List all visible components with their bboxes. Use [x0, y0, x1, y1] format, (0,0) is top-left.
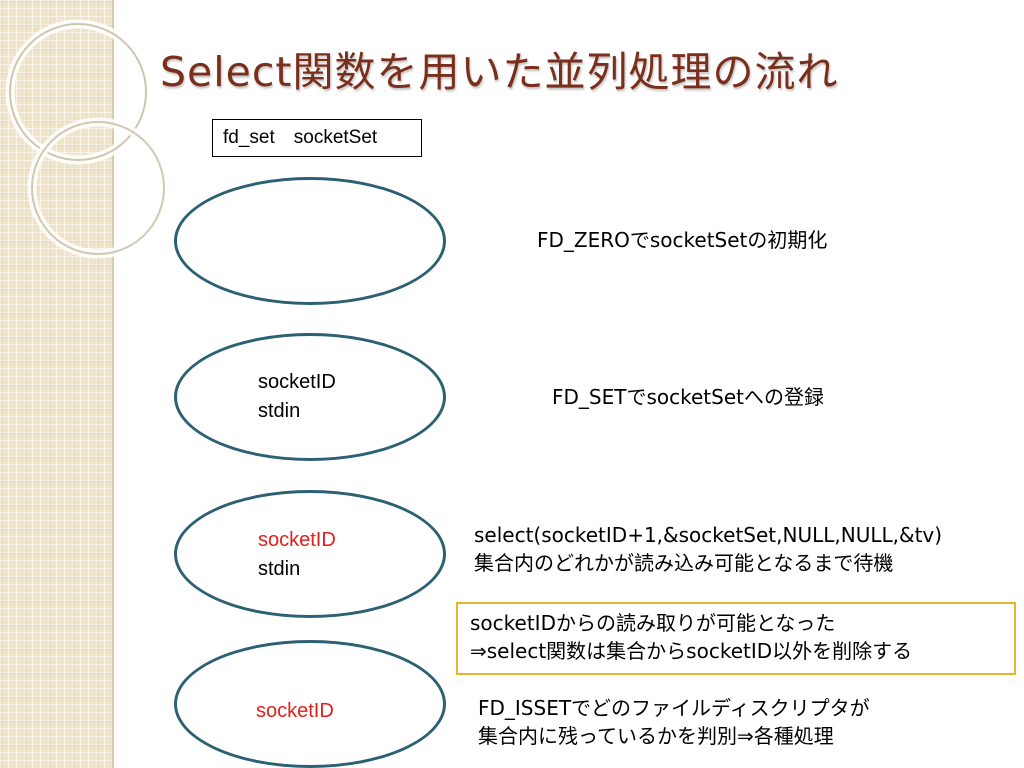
step-5-line-1: FD_ISSETでどのファイルディスクリプタが — [478, 696, 870, 720]
ellipse-3-line-2: stdin — [258, 558, 301, 580]
step-fd-zero: FD_ZEROでsocketSetの初期化 — [537, 226, 827, 254]
socketset-ellipse-select — [174, 490, 446, 618]
ellipse-2-line-2: stdin — [258, 400, 301, 422]
step-3-line-2: 集合内のどれかが読み込み可能となるまで待機 — [474, 551, 894, 575]
ellipse-2-line-1: socketID — [258, 371, 336, 393]
step-4-line-1: socketIDからの読み取りが可能となった — [470, 611, 836, 635]
step-3-line-1: select(socketID+1,&socketSet,NULL,NULL,&… — [474, 523, 943, 547]
step-2-line-1: FD_SETでsocketSetへの登録 — [552, 385, 824, 409]
ellipse-2-label: socketID stdin — [258, 368, 336, 426]
step-4-line-2: ⇒select関数は集合からsocketID以外を削除する — [470, 639, 913, 663]
step-1-line-1: FD_ZEROでsocketSetの初期化 — [537, 228, 828, 252]
ellipse-4-line-1: socketID — [256, 700, 334, 722]
ellipse-3-line-1: socketID — [258, 529, 336, 551]
socketset-ellipse-registered — [174, 333, 446, 461]
socketset-ellipse-empty — [174, 177, 446, 305]
step-fd-set: FD_SETでsocketSetへの登録 — [552, 383, 824, 411]
ellipse-4-label: socketID — [256, 697, 334, 726]
readable-highlight-box: socketIDからの読み取りが可能となった ⇒select関数は集合からsoc… — [456, 602, 1016, 675]
step-4-text: socketIDからの読み取りが可能となった ⇒select関数は集合からsoc… — [470, 609, 1014, 665]
fdset-declaration-box: fd_set socketSet — [212, 119, 422, 157]
step-fd-isset: FD_ISSETでどのファイルディスクリプタが 集合内に残っているかを判別⇒各種… — [478, 694, 870, 750]
ellipse-3-label: socketID stdin — [258, 526, 336, 584]
step-select: select(socketID+1,&socketSet,NULL,NULL,&… — [474, 521, 942, 577]
step-5-line-2: 集合内に残っているかを判別⇒各種処理 — [478, 724, 834, 748]
sidebar-edge — [112, 0, 114, 768]
slide-title: Select関数を用いた並列処理の流れ — [160, 48, 839, 96]
socketset-ellipse-result — [174, 640, 446, 768]
sidebar-pattern — [0, 0, 112, 768]
